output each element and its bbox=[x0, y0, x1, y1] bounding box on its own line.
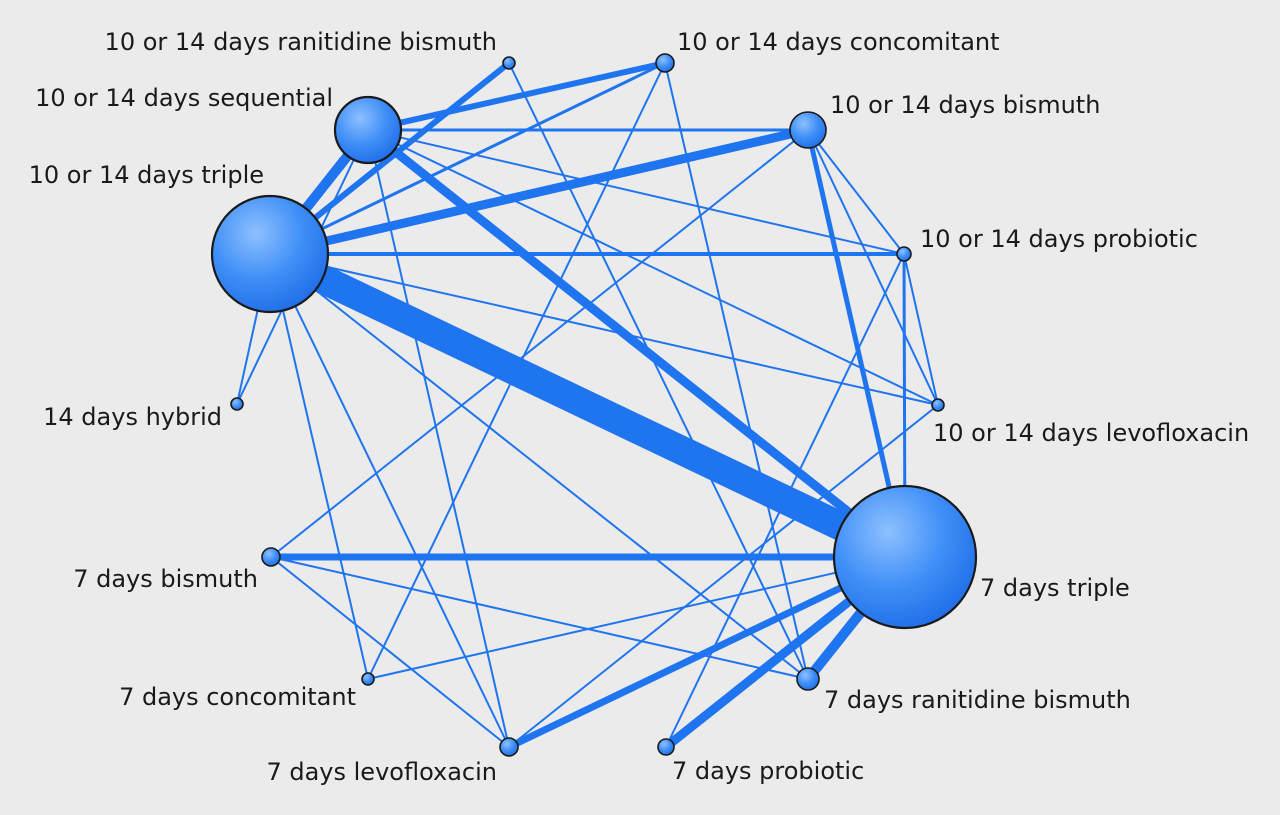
node-layer bbox=[210, 53, 978, 757]
edge-seq-lev1014 bbox=[367, 129, 939, 406]
node-label-bis1014: 10 or 14 days bismuth bbox=[830, 91, 1100, 119]
edge-seq-con1014 bbox=[367, 60, 666, 133]
edge-t1014-con7 bbox=[269, 253, 369, 680]
edge-t1014-lev1014 bbox=[269, 253, 939, 406]
node-pro7 bbox=[657, 738, 675, 756]
edge-t1014-lev7 bbox=[269, 253, 510, 748]
node-bis1014 bbox=[789, 111, 827, 149]
node-t7 bbox=[832, 484, 978, 630]
node-label-t1014: 10 or 14 days triple bbox=[29, 161, 264, 189]
node-label-pro1014: 10 or 14 days probiotic bbox=[920, 225, 1198, 253]
edge-t1014-t7 bbox=[263, 240, 912, 571]
edge-rb1014-rb7 bbox=[508, 62, 809, 680]
node-con7 bbox=[361, 672, 375, 686]
edge-con1014-con7 bbox=[367, 62, 666, 680]
node-seq bbox=[333, 95, 403, 165]
label-layer: 10 or 14 days triple 10 or 14 days sequen… bbox=[29, 28, 1250, 786]
node-label-lev1014: 10 or 14 days levofloxacin bbox=[933, 419, 1249, 447]
node-rb1014 bbox=[502, 56, 516, 70]
edge-seq-lev7 bbox=[367, 129, 510, 748]
edge-bis1014-pro1014 bbox=[807, 129, 905, 255]
edge-seq-t7 bbox=[365, 126, 908, 561]
node-label-con7: 7 days concomitant bbox=[119, 683, 356, 711]
node-label-bis7: 7 days bismuth bbox=[73, 565, 258, 593]
edge-lev1014-lev7 bbox=[508, 404, 939, 748]
node-pro1014 bbox=[896, 246, 912, 262]
edge-pro1014-pro7 bbox=[665, 253, 905, 748]
edge-pro1014-lev1014 bbox=[903, 253, 939, 406]
node-lev7 bbox=[499, 737, 519, 757]
node-hyb14 bbox=[230, 397, 244, 411]
node-label-hyb14: 14 days hybrid bbox=[43, 403, 222, 431]
edge-con1014-rb7 bbox=[664, 62, 809, 680]
node-con1014 bbox=[655, 53, 675, 73]
edge-bis1014-bis7 bbox=[270, 129, 809, 558]
edge-bis7-lev7 bbox=[270, 556, 510, 748]
node-label-rb7: 7 days ranitidine bismuth bbox=[824, 686, 1131, 714]
edge-seq-pro1014 bbox=[367, 129, 905, 255]
node-label-t7: 7 days triple bbox=[980, 574, 1130, 602]
node-label-rb1014: 10 or 14 days ranitidine bismuth bbox=[105, 28, 497, 56]
node-rb7 bbox=[796, 667, 820, 691]
edge-t1014-rb7 bbox=[269, 253, 809, 680]
node-bis7 bbox=[261, 547, 281, 567]
edge-bis1014-lev1014 bbox=[807, 129, 939, 406]
edge-t7-lev7 bbox=[507, 553, 907, 751]
edge-t7-con7 bbox=[367, 556, 906, 680]
edge-bis7-rb7 bbox=[270, 556, 809, 680]
node-label-con1014: 10 or 14 days concomitant bbox=[677, 28, 1000, 56]
node-label-lev7: 7 days levofloxacin bbox=[266, 758, 497, 786]
node-label-seq: 10 or 14 days sequential bbox=[35, 84, 333, 112]
edge-t1014-bis1014 bbox=[268, 125, 810, 259]
node-t1014 bbox=[210, 194, 330, 314]
node-lev1014 bbox=[931, 398, 945, 412]
node-label-pro7: 7 days probiotic bbox=[672, 757, 864, 785]
edge-bis1014-t7 bbox=[805, 129, 908, 558]
edge-t1014-con1014 bbox=[269, 61, 666, 256]
